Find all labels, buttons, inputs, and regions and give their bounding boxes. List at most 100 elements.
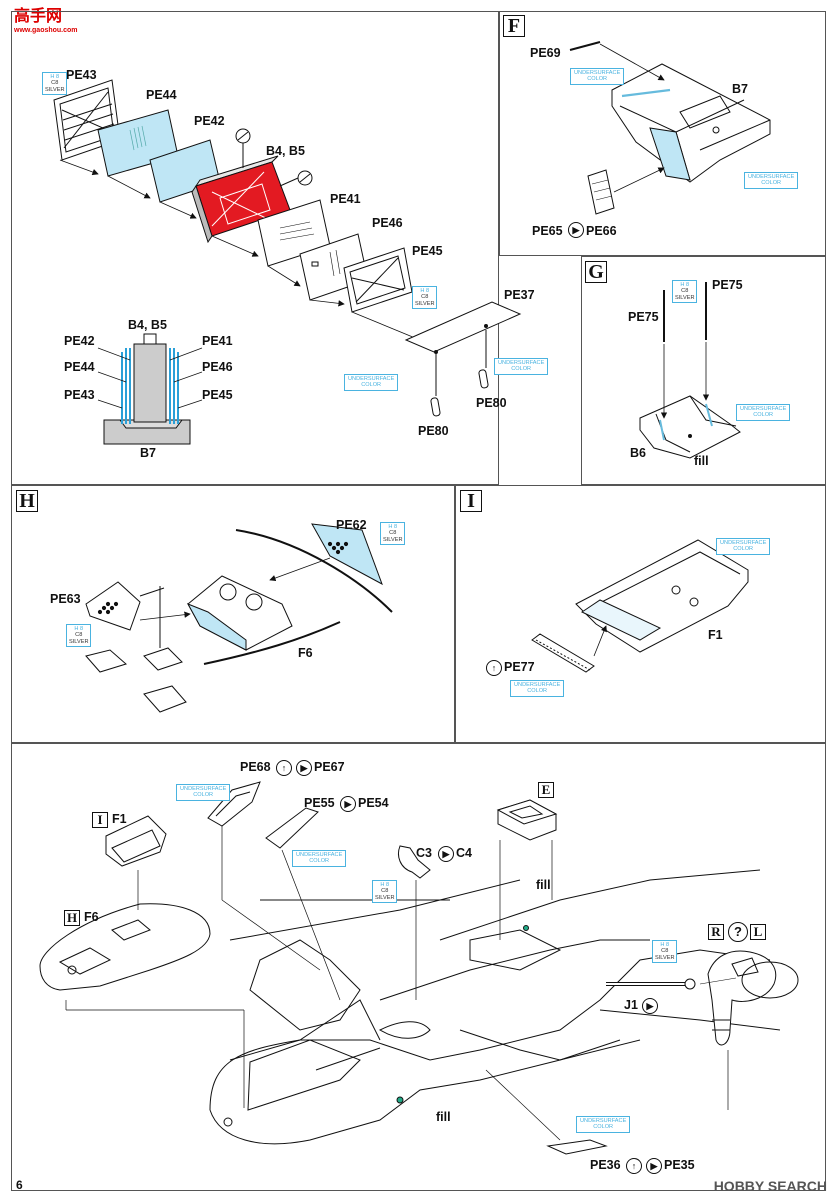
rotate-symbol-bottom-4: ▶ bbox=[642, 998, 658, 1014]
rotate-symbol-bottom-5: ▶ bbox=[646, 1158, 662, 1174]
pe55-pe54-panel bbox=[265, 807, 319, 849]
r-l-control-part bbox=[707, 950, 799, 1046]
label-pe77: PE77 bbox=[504, 660, 535, 674]
f6-cockpit-detail bbox=[39, 903, 211, 991]
panel-f bbox=[499, 11, 826, 256]
pe80-part-b bbox=[478, 369, 489, 389]
label-pe44: PE44 bbox=[146, 88, 177, 102]
label-pe42: PE42 bbox=[194, 114, 225, 128]
flip-symbol-i: ↑ bbox=[486, 660, 502, 676]
side-label-b4-b5: B4, B5 bbox=[128, 318, 167, 332]
panel-h bbox=[11, 485, 455, 743]
label-f6-bottom: F6 bbox=[84, 910, 99, 924]
label-pe41: PE41 bbox=[330, 192, 361, 206]
side-label-pe45: PE45 bbox=[202, 388, 233, 402]
pe77-strip bbox=[531, 633, 595, 673]
pe36-pe35-frame bbox=[546, 1139, 608, 1155]
pe63-panel bbox=[85, 581, 141, 631]
label-fill-2: fill bbox=[436, 1110, 451, 1124]
label-pe67: PE67 bbox=[314, 760, 345, 774]
label-pe43: PE43 bbox=[66, 68, 97, 82]
rotate-symbol-f: ▶ bbox=[568, 222, 584, 238]
label-pe54: PE54 bbox=[358, 796, 389, 810]
watermark-logo: 高手网 www.gaoshou.com bbox=[14, 8, 78, 35]
page-number: 6 bbox=[16, 1178, 23, 1192]
label-pe46: PE46 bbox=[372, 216, 403, 230]
pe45-etched-frame bbox=[343, 247, 413, 313]
label-pe37: PE37 bbox=[504, 288, 535, 302]
small-block-a bbox=[85, 649, 128, 673]
panel-g bbox=[581, 256, 826, 485]
label-pe35: PE35 bbox=[664, 1158, 695, 1172]
label-pe68: PE68 bbox=[240, 760, 271, 774]
f1-tray bbox=[575, 539, 749, 653]
panel-top-left bbox=[11, 11, 499, 485]
pe62-panel bbox=[311, 523, 383, 586]
footer-brand-watermark: HOBBY SEARCH bbox=[713, 1178, 827, 1194]
panel-letter-f: F bbox=[503, 15, 525, 37]
panel-bottom bbox=[11, 743, 826, 1191]
side-label-pe43: PE43 bbox=[64, 388, 95, 402]
panel-ref-l: L bbox=[750, 924, 766, 940]
label-pe75-right: PE75 bbox=[712, 278, 743, 292]
small-block-c bbox=[143, 685, 187, 713]
label-pe36: PE36 bbox=[590, 1158, 621, 1172]
side-label-pe41: PE41 bbox=[202, 334, 233, 348]
label-c4: C4 bbox=[456, 846, 472, 860]
label-f1-bottom: F1 bbox=[112, 812, 127, 826]
side-view-diagram bbox=[97, 333, 203, 445]
panel-letter-i: I bbox=[460, 490, 482, 512]
j1-rod bbox=[606, 978, 696, 990]
rotate-symbol-bottom-1: ▶ bbox=[296, 760, 312, 776]
side-label-pe42: PE42 bbox=[64, 334, 95, 348]
label-fill-1: fill bbox=[536, 878, 551, 892]
pe37-plate bbox=[404, 301, 522, 353]
label-b6: B6 bbox=[630, 446, 646, 460]
pe65-pe66-part bbox=[587, 169, 615, 215]
flip-symbol-bottom-1: ↑ bbox=[276, 760, 292, 776]
rotate-symbol-bottom-3: ▶ bbox=[438, 846, 454, 862]
panel-letter-h: H bbox=[16, 490, 38, 512]
f1-cap bbox=[105, 815, 167, 867]
label-pe80-b: PE80 bbox=[476, 396, 507, 410]
panel-letter-g: G bbox=[585, 261, 607, 283]
b6-seat-part bbox=[639, 395, 741, 459]
label-fill-g: fill bbox=[694, 454, 709, 468]
c3-c4-part bbox=[398, 845, 431, 879]
label-pe69: PE69 bbox=[530, 46, 561, 60]
side-label-pe46: PE46 bbox=[202, 360, 233, 374]
small-block-b bbox=[143, 647, 183, 671]
side-label-pe44: PE44 bbox=[64, 360, 95, 374]
label-pe63: PE63 bbox=[50, 592, 81, 606]
side-label-b7: B7 bbox=[140, 446, 156, 460]
panel-ref-r: R bbox=[708, 924, 724, 940]
flip-symbol-bottom-2: ↑ bbox=[626, 1158, 642, 1174]
panel-ref-i: I bbox=[92, 812, 108, 828]
label-pe45: PE45 bbox=[412, 244, 443, 258]
panel-ref-h: H bbox=[64, 910, 80, 926]
label-pe55: PE55 bbox=[304, 796, 335, 810]
e-box-part bbox=[496, 799, 558, 841]
panel-i bbox=[455, 485, 826, 743]
label-pe62: PE62 bbox=[336, 518, 367, 532]
label-pe75-left: PE75 bbox=[628, 310, 659, 324]
b7-tray bbox=[611, 63, 771, 183]
fuselage-drawing bbox=[209, 869, 781, 1145]
